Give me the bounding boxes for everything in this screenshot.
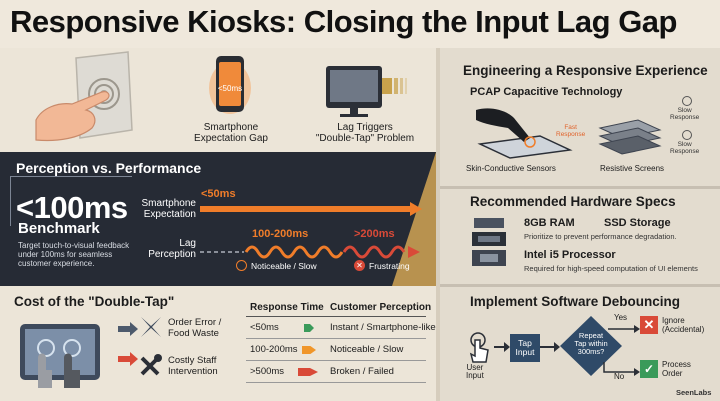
col-perception: Customer Perception <box>330 302 432 313</box>
slow-response-label-1: Slow Response <box>670 107 700 121</box>
row2-wave <box>200 245 420 259</box>
row-perception: Instant / Smartphone-like <box>330 322 436 333</box>
benchmark-bracket <box>10 176 132 226</box>
brand-label: SeenLabs <box>676 388 712 397</box>
cost-heading: Cost of the "Double-Tap" <box>14 294 175 309</box>
row2-value-b: >200ms <box>354 228 395 240</box>
col-response-time: Response Time <box>250 302 324 313</box>
yes-label: Yes <box>614 313 628 322</box>
ssd-spec: SSD Storage <box>604 217 671 229</box>
double-tap-tablet-icon <box>20 324 100 388</box>
finger-tap-icon <box>469 332 489 363</box>
user-input-label: User Input <box>466 363 484 381</box>
row-time: 100-200ms <box>250 344 298 355</box>
table-header: Response Time Customer Perception <box>246 301 431 317</box>
row-time: >500ms <box>250 366 285 377</box>
chip-icon <box>472 218 506 266</box>
benchmark-description: Target touch-to-visual feedback under 10… <box>18 241 130 269</box>
legend-frustrating: Frustrating <box>369 261 410 271</box>
ignore-cross-icon: ✕ <box>640 316 658 334</box>
row2-value-a: 100-200ms <box>252 228 309 240</box>
software-heading: Implement Software Debouncing <box>470 294 681 309</box>
broken-plate-icon <box>141 317 161 337</box>
capacitive-sensor-icon <box>476 108 573 159</box>
row1-value: <50ms <box>201 188 236 200</box>
flow-arrow-1 <box>494 342 510 352</box>
slow-clock-icon-1 <box>682 96 692 106</box>
fast-response-label: Fast Response <box>556 124 586 138</box>
clock-icon <box>236 260 247 271</box>
ignore-label: Ignore (Accidental) <box>662 316 705 334</box>
pcap-heading: PCAP Capacitive Technology <box>470 86 623 98</box>
slow-response-label-2: Slow Response <box>670 141 700 155</box>
sensor-caption: Skin-Conductive Sensors <box>466 164 556 173</box>
decision-label: Repeat Tap within 300ms? <box>574 331 608 356</box>
no-arrow <box>603 362 640 376</box>
legend-noticeable: Noticeable / Slow <box>251 261 317 271</box>
speed-marker-red <box>298 368 318 376</box>
tools-icon <box>140 354 162 376</box>
lag-monitor-icon <box>326 66 407 117</box>
resistive-layers-icon <box>598 119 662 155</box>
no-label: No <box>614 372 625 381</box>
hardware-heading: Recommended Hardware Specs <box>470 194 676 209</box>
engineering-heading: Engineering a Responsive Experience <box>463 63 708 78</box>
response-table: Response Time Customer Perception <50ms … <box>246 301 436 383</box>
row1-label: Smartphone Expectation <box>141 198 196 221</box>
right-divider-2 <box>436 284 720 287</box>
table-row: 100-200ms Noticeable / Slow <box>246 339 426 361</box>
row-time: <50ms <box>250 322 279 333</box>
row-perception: Broken / Failed <box>330 366 394 377</box>
cpu-note: Required for high-speed computation of U… <box>524 264 698 273</box>
arrow-to-staff <box>118 352 138 366</box>
right-divider-1 <box>436 186 720 189</box>
cpu-spec: Intel i5 Processor <box>524 249 616 261</box>
table-row: <50ms Instant / Smartphone-like <box>246 317 436 339</box>
process-check-icon: ✓ <box>640 360 658 378</box>
flow-arrow-2 <box>540 342 560 352</box>
ram-spec: 8GB RAM <box>524 217 575 229</box>
phone-time: <50ms <box>217 84 243 93</box>
resistive-caption: Resistive Screens <box>600 164 665 173</box>
lag-caption: Lag Triggers "Double-Tap" Problem <box>315 122 415 145</box>
cross-icon: ✕ <box>354 260 365 271</box>
process-label: Process Order <box>662 360 691 378</box>
yes-arrow <box>608 325 640 333</box>
tap-input-box: Tap Input <box>510 334 540 362</box>
page-title: Responsive Kiosks: Closing the Input Lag… <box>10 4 677 39</box>
table-row: >500ms Broken / Failed <box>246 361 426 383</box>
order-error-label: Order Error / Food Waste <box>168 317 222 339</box>
decision-diamond-icon <box>560 316 622 376</box>
arrow-to-order-error <box>118 322 138 336</box>
column-divider <box>436 48 440 401</box>
slow-clock-icon-2 <box>682 130 692 140</box>
staff-label: Costly Staff Intervention <box>168 355 218 377</box>
smartphone-icon <box>209 56 251 114</box>
phone-caption: Smartphone Expectation Gap <box>194 122 268 145</box>
ram-note: Prioritize to prevent performance degrad… <box>524 232 677 241</box>
speed-marker-orange <box>302 346 316 354</box>
speed-marker-green <box>304 324 314 332</box>
benchmark-label: Benchmark <box>18 220 100 237</box>
benchmark-value: <100ms <box>16 190 128 225</box>
row-perception: Noticeable / Slow <box>330 344 404 355</box>
perception-heading: Perception vs. Performance <box>16 160 202 176</box>
touch-hand-icon <box>35 51 133 142</box>
row2-label: Lag Perception <box>148 238 196 261</box>
row1-arrow <box>200 202 422 216</box>
